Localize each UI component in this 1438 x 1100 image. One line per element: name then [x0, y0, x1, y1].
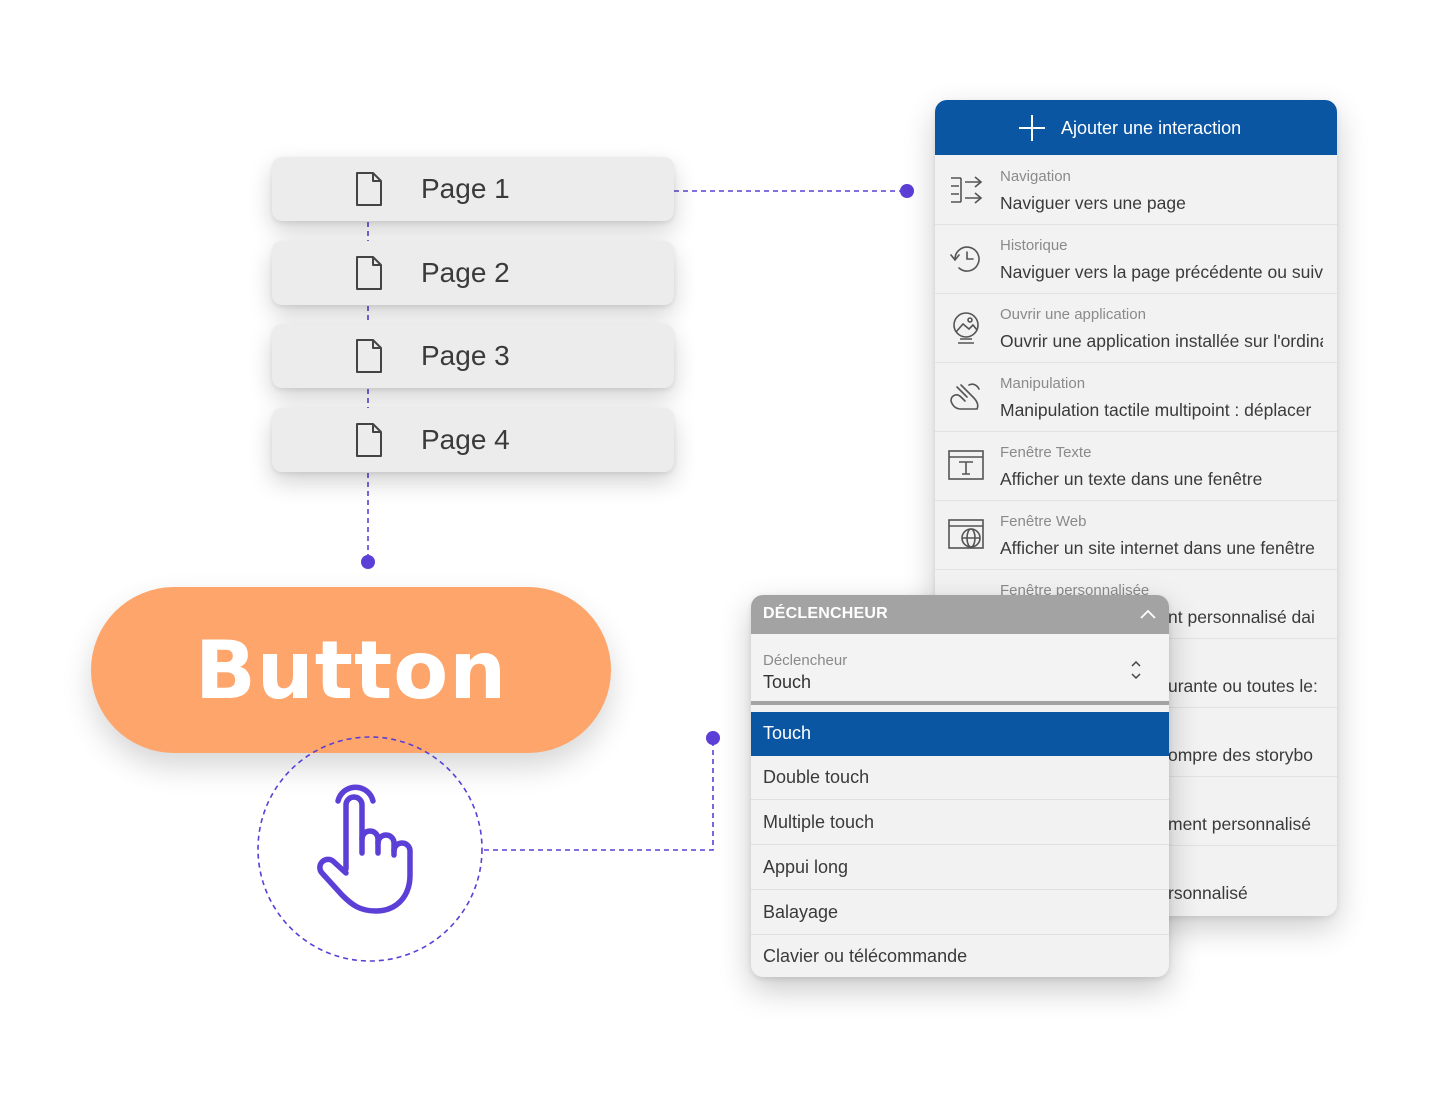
option-label: Clavier ou télécommande [763, 946, 968, 966]
interaction-item-manipulation[interactable]: Manipulation Manipulation tactile multip… [935, 363, 1337, 432]
interaction-item-11[interactable]: rsonnalisé [935, 846, 1337, 914]
main-button-label: Button [194, 623, 508, 717]
interaction-item-navigation[interactable]: Navigation Naviguer vers une page [935, 156, 1337, 225]
interaction-category: Fenêtre personnalisée [1000, 582, 1150, 599]
interaction-category: Fenêtre Texte [1000, 444, 1092, 461]
interaction-description: ment personnalisé [1168, 814, 1311, 834]
interaction-item-web-window[interactable]: Fenêtre Web Afficher un site internet da… [935, 501, 1337, 570]
page-label: Page 4 [421, 424, 510, 455]
trigger-header-title: DÉCLENCHEUR [763, 605, 888, 622]
main-button[interactable]: Button [91, 587, 611, 753]
page-card-4[interactable]: Page 4 [272, 408, 674, 472]
page-label: Page 1 [421, 173, 510, 204]
interaction-category: Navigation [1000, 168, 1071, 185]
app-icon [953, 312, 979, 344]
document-icon [356, 172, 382, 206]
option-label: Appui long [763, 857, 849, 877]
interaction-description: nt personnalisé dai [1168, 607, 1315, 627]
interaction-category: Fenêtre Web [1000, 513, 1087, 530]
chevron-up-icon[interactable] [1139, 607, 1157, 621]
navigation-icon [951, 176, 983, 204]
trigger-header[interactable]: DÉCLENCHEUR [751, 595, 1169, 634]
page-card-2[interactable]: Page 2 [272, 241, 674, 305]
trigger-option-keyboard[interactable]: Clavier ou télécommande [751, 935, 1169, 977]
interaction-description: Naviguer vers une page [1000, 193, 1186, 213]
option-label: Touch [763, 723, 812, 743]
add-interaction-label: Ajouter une interaction [1061, 118, 1242, 138]
trigger-option-long-press[interactable]: Appui long [751, 846, 1169, 890]
history-icon [950, 246, 980, 272]
option-label: Double touch [763, 767, 870, 787]
interaction-description: Naviguer vers la page précédente ou suiv… [1000, 262, 1323, 282]
interaction-category: Ouvrir une application [1000, 306, 1146, 323]
page-card-1[interactable]: Page 1 [272, 157, 674, 221]
interaction-category: Historique [1000, 237, 1068, 254]
interaction-item-open-app[interactable]: Ouvrir une application Ouvrir une applic… [935, 294, 1337, 363]
trigger-option-double-touch[interactable]: Double touch [751, 756, 1169, 800]
document-icon [356, 423, 382, 457]
interaction-item-custom-window[interactable]: Fenêtre personnalisée nt personnalisé da… [935, 570, 1337, 639]
page-label: Page 2 [421, 257, 510, 288]
document-icon [356, 256, 382, 290]
add-interaction-button[interactable]: Ajouter une interaction [935, 100, 1337, 155]
interaction-item-history[interactable]: Historique Naviguer vers la page précéde… [935, 225, 1337, 294]
page-label: Page 3 [421, 340, 510, 371]
interaction-item-text-window[interactable]: Fenêtre Texte Afficher un texte dans une… [935, 432, 1337, 501]
trigger-field-value: Touch [763, 672, 812, 692]
web-window-icon [948, 519, 984, 549]
trigger-field-label: Déclencheur [763, 652, 848, 669]
plus-icon [1019, 115, 1045, 141]
trigger-option-touch[interactable]: Touch [751, 712, 1169, 756]
interaction-description: urante ou toutes le: [1168, 676, 1318, 696]
interaction-description: Ouvrir une application installée sur l'o… [1000, 331, 1323, 351]
trigger-option-swipe[interactable]: Balayage [751, 891, 1169, 935]
trigger-panel: DÉCLENCHEUR Déclencheur Touch Touch Doub… [751, 595, 1169, 977]
interaction-description: Manipulation tactile multipoint : déplac… [1000, 400, 1312, 420]
touch-hand-icon [257, 736, 483, 962]
interaction-description: Afficher un texte dans une fenêtre [1000, 469, 1263, 489]
interaction-description: Afficher un site internet dans une fenêt… [1000, 538, 1315, 558]
document-icon [356, 339, 382, 373]
interaction-category: Manipulation [1000, 375, 1086, 392]
option-label: Balayage [763, 902, 839, 922]
manipulation-icon [950, 383, 980, 410]
trigger-select[interactable]: Déclencheur Touch [751, 634, 1169, 705]
page-card-3[interactable]: Page 3 [272, 324, 674, 388]
interaction-description: rsonnalisé [1168, 883, 1248, 903]
text-window-icon [948, 450, 984, 480]
option-label: Multiple touch [763, 812, 875, 832]
interaction-description: ompre des storybo [1168, 745, 1313, 765]
up-down-chevron-icon [1131, 660, 1141, 680]
trigger-option-multiple-touch[interactable]: Multiple touch [751, 801, 1169, 845]
